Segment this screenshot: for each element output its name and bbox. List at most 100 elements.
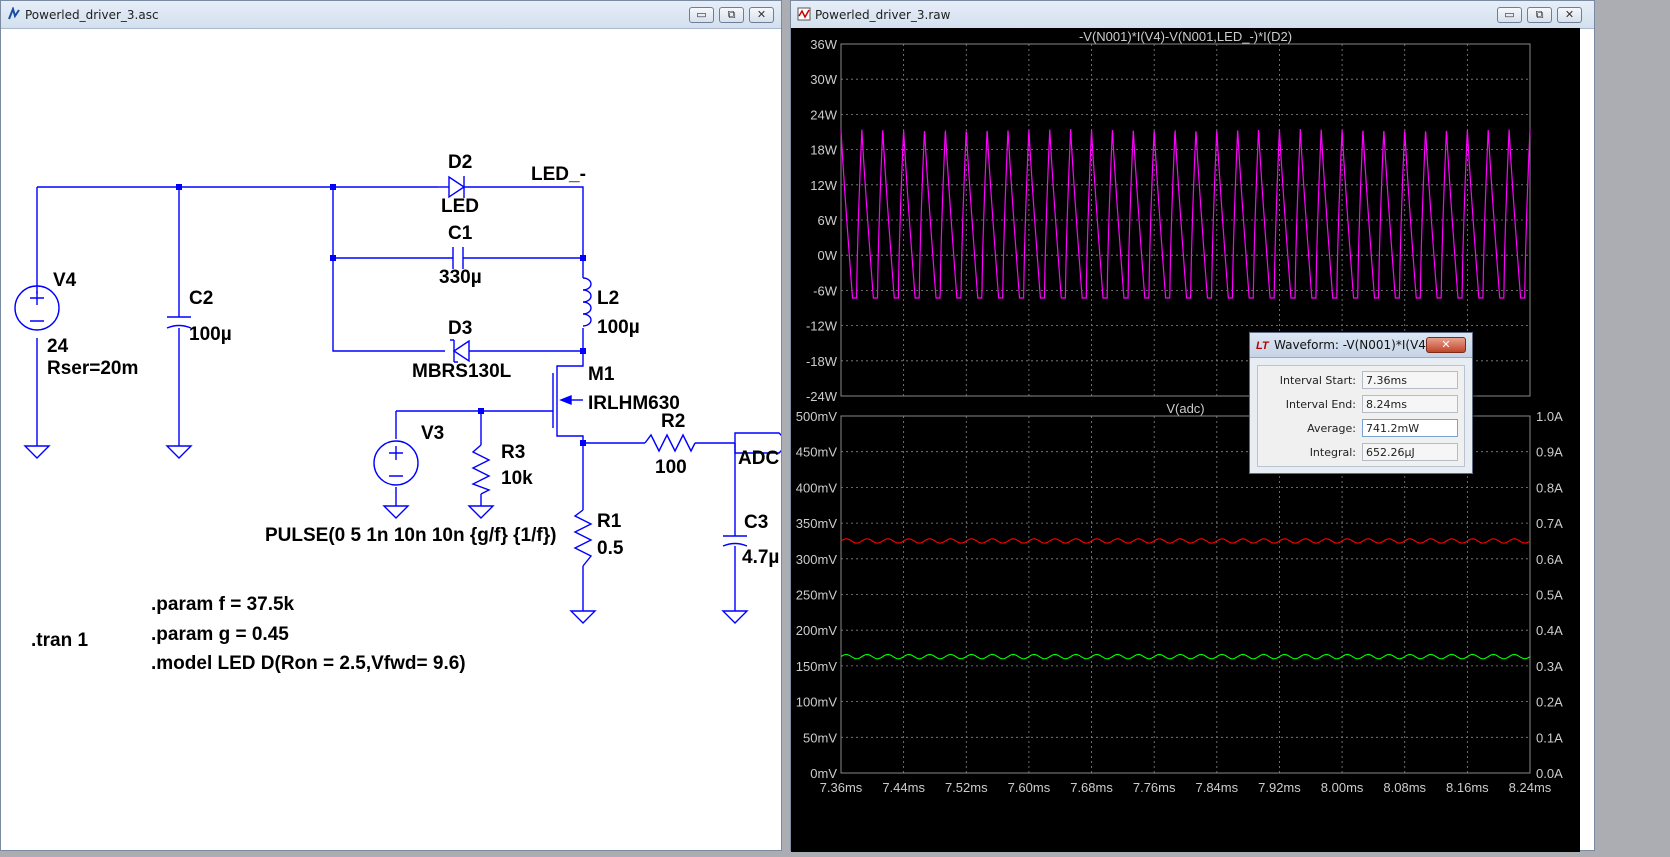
- y-tick-label: 450mV: [796, 445, 838, 460]
- r1-resistor[interactable]: [573, 509, 593, 567]
- d2-model-label: LED: [441, 196, 479, 217]
- v4-source[interactable]: [14, 285, 60, 331]
- c1-capacitor[interactable]: [452, 247, 464, 269]
- restore-button[interactable]: ⧉: [719, 7, 744, 23]
- y-tick-label: 350mV: [796, 516, 838, 531]
- y-tick-label: 24W: [810, 107, 837, 122]
- y-tick-label: 500mV: [796, 409, 838, 424]
- interval-start-field[interactable]: 7.36ms: [1362, 371, 1458, 389]
- waveform-measure-dialog[interactable]: LT Waveform: -V(N001)*I(V4)-... ✕ Interv…: [1249, 332, 1473, 474]
- directive-model-led[interactable]: .model LED D(Ron = 2.5,Vfwd= 9.6): [151, 653, 466, 674]
- l2-inductor[interactable]: [582, 277, 592, 327]
- r3-label: R3: [501, 442, 525, 463]
- schematic-titlebar[interactable]: Powerled_driver_3.asc ▭ ⧉ ✕: [1, 1, 781, 29]
- d2-diode[interactable]: [438, 175, 466, 199]
- restore-button[interactable]: ⧉: [1527, 7, 1552, 23]
- interval-end-label: Interval End:: [1285, 398, 1356, 411]
- led-net-label: LED_-: [531, 164, 586, 185]
- l2-label: L2: [597, 288, 619, 309]
- x-tick-label: 7.84ms: [1195, 780, 1238, 795]
- y-tick-label: 400mV: [796, 480, 838, 495]
- x-tick-label: 7.76ms: [1133, 780, 1176, 795]
- power-trace-line[interactable]: [840, 129, 1531, 299]
- average-label: Average:: [1307, 422, 1356, 435]
- y-right-tick-label: 0.1A: [1536, 730, 1563, 745]
- r3-resistor[interactable]: [471, 444, 491, 495]
- directive-param-g[interactable]: .param g = 0.45: [151, 624, 289, 645]
- dialog-titlebar[interactable]: LT Waveform: -V(N001)*I(V4)-... ✕: [1250, 333, 1472, 358]
- x-tick-label: 8.00ms: [1321, 780, 1364, 795]
- interval-start-row: Interval Start: 7.36ms: [1258, 370, 1464, 390]
- y-right-tick-label: 1.0A: [1536, 409, 1563, 424]
- integral-label: Integral:: [1309, 446, 1356, 459]
- schematic-canvas[interactable]: D2 LED LED_- C1 330µ L2 100µ D3 MBRS130L…: [1, 28, 781, 850]
- r1-value: 0.5: [597, 538, 624, 559]
- r2-resistor[interactable]: [644, 433, 696, 453]
- y-tick-label: 200mV: [796, 623, 838, 638]
- y-right-tick-label: 0.6A: [1536, 552, 1563, 567]
- y-right-tick-label: 0.3A: [1536, 659, 1563, 674]
- y-tick-label: 50mV: [803, 730, 837, 745]
- adc-net-flag[interactable]: [734, 432, 781, 454]
- v3-pulse-spec: PULSE(0 5 1n 10n 10n {g/f} {1/f}): [265, 525, 556, 546]
- y-tick-label: -24W: [806, 389, 838, 404]
- c2-capacitor[interactable]: [166, 316, 192, 329]
- y-right-tick-label: 0.9A: [1536, 445, 1563, 460]
- trace-title[interactable]: V(adc): [1166, 401, 1204, 416]
- junctions: [176, 184, 586, 446]
- waveform-plot-svg[interactable]: 36W30W24W18W12W6W0W-6W-12W-18W-24W-V(N00…: [791, 28, 1580, 852]
- y-tick-label: -6W: [813, 283, 838, 298]
- y-tick-label: -12W: [806, 319, 838, 334]
- schematic-window[interactable]: Powerled_driver_3.asc ▭ ⧉ ✕: [0, 0, 782, 851]
- average-field[interactable]: 741.2mW: [1362, 419, 1458, 437]
- directive-param-f[interactable]: .param f = 37.5k: [151, 594, 295, 615]
- adc-label: ADC: [738, 448, 779, 469]
- c1-label: C1: [448, 223, 473, 244]
- x-tick-label: 8.16ms: [1446, 780, 1489, 795]
- close-button[interactable]: ✕: [1557, 7, 1582, 23]
- y-tick-label: 36W: [810, 37, 837, 52]
- y-tick-label: -18W: [806, 354, 838, 369]
- x-tick-label: 8.24ms: [1509, 780, 1552, 795]
- integral-field[interactable]: 652.26µJ: [1362, 443, 1458, 461]
- ltspice-schematic-icon: [8, 7, 20, 20]
- r2-label: R2: [661, 411, 685, 432]
- trace-title[interactable]: -V(N001)*I(V4)-V(N001,LED_-)*I(D2): [1079, 29, 1292, 44]
- schematic-title: Powerled_driver_3.asc: [25, 8, 159, 22]
- c3-capacitor[interactable]: [722, 535, 748, 547]
- waveform-title: Powerled_driver_3.raw: [815, 8, 951, 22]
- directive-tran[interactable]: .tran 1: [31, 630, 88, 651]
- v3-label: V3: [421, 423, 444, 444]
- x-tick-label: 7.68ms: [1070, 780, 1113, 795]
- integral-row: Integral: 652.26µJ: [1258, 442, 1464, 462]
- m1-value: IRLHM630: [588, 393, 680, 414]
- d3-label: D3: [448, 318, 472, 339]
- waveform-titlebar[interactable]: Powerled_driver_3.raw ▭ ⧉ ✕: [791, 1, 1594, 29]
- y-right-tick-label: 0.2A: [1536, 695, 1563, 710]
- x-tick-label: 7.52ms: [945, 780, 988, 795]
- x-tick-label: 7.60ms: [1008, 780, 1051, 795]
- y-tick-label: 6W: [818, 213, 838, 228]
- v3-source[interactable]: [373, 440, 419, 486]
- current-trace-line[interactable]: [840, 538, 1531, 544]
- interval-end-field[interactable]: 8.24ms: [1362, 395, 1458, 413]
- c1-value: 330µ: [439, 267, 482, 288]
- minimize-button[interactable]: ▭: [1497, 7, 1522, 23]
- v4-label: V4: [53, 270, 77, 291]
- r2-value: 100: [655, 457, 687, 478]
- y-tick-label: 250mV: [796, 588, 838, 603]
- m1-mosfet[interactable]: [559, 394, 583, 406]
- minimize-button[interactable]: ▭: [689, 7, 714, 23]
- vadc-trace-line[interactable]: [840, 653, 1531, 660]
- y-right-tick-label: 0.0A: [1536, 766, 1563, 781]
- r3-value: 10k: [501, 468, 533, 489]
- x-tick-label: 8.08ms: [1383, 780, 1426, 795]
- close-button[interactable]: ✕: [749, 7, 774, 23]
- y-tick-label: 150mV: [796, 659, 838, 674]
- d3-diode[interactable]: [450, 339, 470, 363]
- waveform-app-icon: [797, 7, 811, 21]
- y-right-tick-label: 0.8A: [1536, 480, 1563, 495]
- dialog-close-button[interactable]: ✕: [1426, 337, 1466, 353]
